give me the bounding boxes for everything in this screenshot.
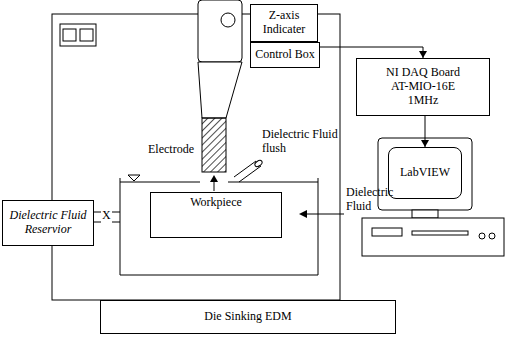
workpiece-box: Workpiece — [150, 192, 282, 238]
machine-panel — [60, 24, 96, 46]
daq-board-box: NI DAQ BoardAT-MIO-16E1MHz — [356, 58, 490, 116]
node-text: Die Sinking EDM — [204, 310, 291, 324]
part-label: Dielectric Fluid flush — [262, 128, 340, 156]
valve-label: X — [101, 209, 112, 223]
fluid-arrow — [299, 210, 344, 218]
part-label: Dielectric Fluid — [346, 186, 398, 214]
node-text: Dielectric Fluid Reservior — [6, 209, 90, 237]
spindle — [198, 0, 242, 118]
node-text: LabVIEW — [400, 166, 450, 180]
connector-arrow — [320, 47, 427, 58]
reservoir-box: Dielectric Fluid Reservior — [2, 200, 94, 246]
node-text: AT-MIO-16E — [391, 80, 455, 94]
node-text: Control Box — [255, 48, 315, 62]
flush-nozzle — [234, 159, 263, 182]
part-label: Electrode — [148, 143, 194, 157]
fluid-level — [120, 175, 318, 182]
node-text: Z-axis Indicater — [254, 9, 314, 37]
machine-base-box: Die Sinking EDM — [100, 300, 396, 334]
control-box: Control Box — [250, 42, 320, 68]
machine-frame — [52, 14, 340, 300]
node-text: 1MHz — [408, 94, 439, 108]
electrode-shape — [202, 118, 226, 172]
indicator-box: Z-axis Indicater — [250, 4, 318, 42]
node-text: Workpiece — [190, 196, 242, 210]
labview-screen: LabVIEW — [388, 147, 462, 199]
node-text: NI DAQ Board — [386, 66, 460, 80]
dielectric-tank — [120, 178, 318, 275]
connector-arrow — [421, 116, 429, 147]
spark-arrow — [210, 175, 218, 191]
